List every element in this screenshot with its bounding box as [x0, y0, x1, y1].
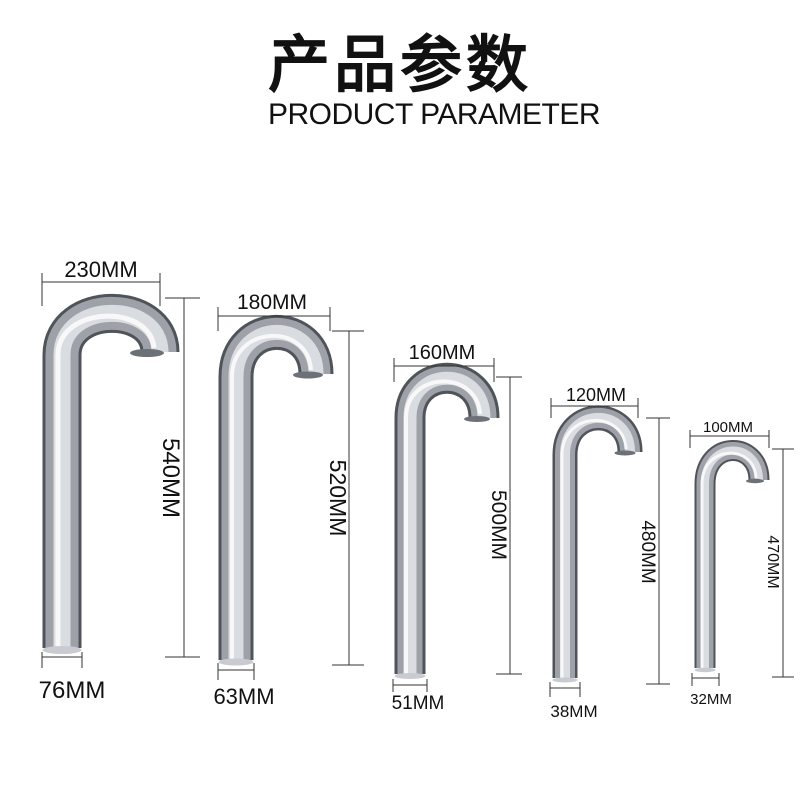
pipe-4: 120MM 480MM 38MM: [549, 385, 670, 721]
pipe-5-diameter-label: 32MM: [690, 691, 732, 708]
pipe-4-diameter-label: 38MM: [550, 702, 597, 721]
pipe-2-width-label: 180MM: [237, 291, 307, 314]
pipe-1-height-label: 540MM: [157, 438, 184, 518]
pipe-2-diameter-label: 63MM: [213, 684, 274, 709]
pipe-5-width-label: 100MM: [703, 419, 753, 436]
pipe-3-height-label: 500MM: [487, 490, 510, 560]
pipe-2-height-label: 520MM: [325, 460, 351, 537]
pipe-3-diameter-label: 51MM: [392, 693, 445, 714]
pipe-4-width-label: 120MM: [566, 385, 626, 405]
pipe-5-height-label: 470MM: [764, 535, 781, 588]
pipe-1: 230MM 540MM 76MM: [39, 257, 200, 704]
pipe-1-width-label: 230MM: [64, 257, 137, 282]
page-title-english: PRODUCT PARAMETER: [267, 98, 601, 131]
pipe-1-diameter-label: 76MM: [39, 677, 106, 704]
pipe-2: 180MM 520MM 63MM: [213, 291, 364, 709]
pipe-4-height-label: 480MM: [637, 520, 658, 583]
pipe-5: 100MM 470MM 32MM: [689, 419, 794, 708]
pipe-3: 160MM 500MM 51MM: [392, 342, 522, 714]
page-title-chinese: 产品参数: [267, 28, 532, 101]
pipe-3-width-label: 160MM: [409, 342, 476, 364]
